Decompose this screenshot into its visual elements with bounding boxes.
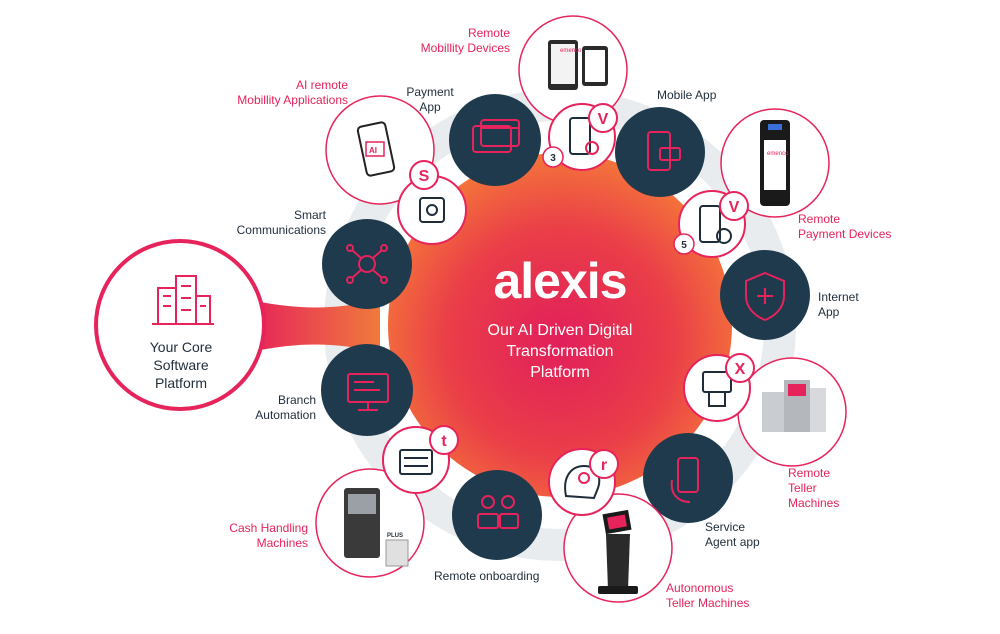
badge-v-2: V [729,199,740,216]
monitor-icon [347,373,389,411]
label-cash-handling-machines: Cash Handling Machines [229,521,308,550]
shield-icon [745,271,785,322]
payment-terminal-icon: emenco [760,120,790,206]
internet-app-node[interactable] [720,250,810,340]
label-remote-mobility-devices: Remote Mobillity Devices [420,26,510,55]
hub-circle [388,153,732,497]
core-platform-label: Your Core Software Platform [149,339,213,391]
atm-badge-node[interactable]: X [683,353,755,422]
mobile-pin-badge-node[interactable]: V 3 [542,103,618,171]
badge-number-5: 5 [681,240,687,251]
cash-handling-machines-node[interactable]: PLUS [315,468,425,578]
atm-icon [702,371,732,407]
badge-v-1: V [598,111,609,128]
hand-phone-icon [670,457,699,503]
autonomous-teller-machines-node[interactable] [563,493,673,603]
cash-counter-icon [399,449,433,475]
service-agent-app-node[interactable] [643,433,733,523]
label-remote-teller-machines: Remote Teller Machines [788,466,840,510]
label-payment-app: Payment App [406,85,454,114]
teller-machine-icon [762,380,826,432]
badge-x: X [735,361,746,378]
core-connector [250,300,380,352]
label-service-agent-app: Service Agent app [705,520,760,549]
label-ai-remote-mobility-apps: AI remote Mobillity Applications [237,78,348,107]
badge-number-3: 3 [550,153,556,164]
payment-phone-badge-node[interactable]: V 5 [673,190,749,258]
label-remote-payment-devices: Remote Payment Devices [798,212,892,241]
tablet-kiosk-icon: emenco [548,40,608,90]
label-remote-onboarding: Remote onboarding [434,569,540,583]
badge-t: t [441,433,447,450]
emenco-terminal-text: emenco [767,151,789,157]
ai-remote-mobility-apps-node[interactable]: AI [325,95,435,205]
cash-counter-badge-node[interactable]: t [382,425,459,494]
remote-teller-machines-node[interactable] [737,357,847,467]
smart-comm-badge-node[interactable]: S [397,160,467,245]
ai-chip-text: AI [369,146,377,155]
label-smart-communications: Smart Communications [236,208,326,237]
remote-onboarding-node[interactable] [452,470,542,560]
branch-automation-node[interactable] [321,344,413,436]
payment-app-node[interactable] [449,94,541,186]
ai-phone-icon: AI [356,121,396,177]
badge-s: S [419,168,430,185]
plus-text: PLUS [387,533,403,539]
phone-pin-icon [569,117,599,155]
network-icon [346,244,388,284]
kiosk-icon [598,509,638,594]
remote-payment-devices-node[interactable]: emenco [720,108,830,218]
cash-machine-icon: PLUS [344,488,409,567]
people-icon [477,495,519,529]
label-internet-app: Internet App [818,290,859,319]
label-autonomous-teller-machines: Autonomous Teller Machines [666,581,750,610]
ai-head-badge-node[interactable]: r [548,448,619,516]
phone-card-icon [647,131,681,171]
remote-mobility-devices-node[interactable]: emenco [518,15,628,125]
smart-communications-node[interactable] [322,219,412,309]
mobile-app-node[interactable] [615,107,705,197]
chip-icon [419,197,445,223]
credit-card-icon [472,119,520,153]
tagline: Our AI Driven Digital Transformation Pla… [487,322,633,381]
phone-coin-icon [699,205,732,244]
label-mobile-app: Mobile App [657,88,717,102]
brand-logo: alexis [493,253,627,309]
ai-head-icon [564,464,601,500]
emenco-device-text: emenco [560,48,582,54]
badge-r: r [601,457,607,474]
label-branch-automation: Branch Automation [255,393,316,422]
buildings-icon [152,275,214,325]
